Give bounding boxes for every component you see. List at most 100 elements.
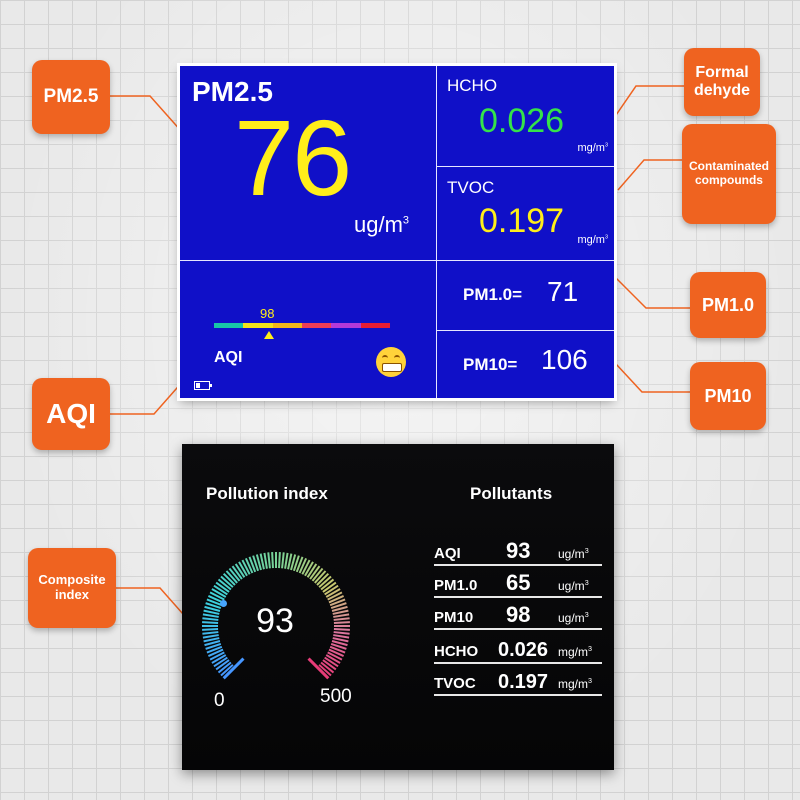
gauge-tick bbox=[238, 561, 248, 577]
pollutant-row-pm1: PM1.0 65 ug/m3 bbox=[434, 568, 604, 598]
connector-pm25 bbox=[110, 95, 183, 133]
callout-composite-line1: Composite bbox=[38, 572, 106, 588]
gauge-tick bbox=[292, 555, 300, 572]
pollutant-value: 0.197 bbox=[498, 671, 549, 693]
gauge-tick bbox=[314, 570, 327, 584]
gauge-tick bbox=[241, 559, 251, 575]
gauge-tick bbox=[284, 552, 289, 569]
gauge-tick bbox=[244, 557, 254, 574]
gauge-tick bbox=[304, 561, 314, 577]
gauge-tick bbox=[231, 565, 243, 580]
pollution-gauge bbox=[202, 552, 350, 680]
pollutant-row-hcho: HCHO 0.026 mg/m3 bbox=[434, 634, 604, 664]
pollutant-value: 65 bbox=[506, 570, 531, 595]
aqi-scale-segment bbox=[214, 323, 244, 328]
callout-pm10: PM10 bbox=[690, 362, 766, 430]
gauge-tick bbox=[318, 664, 332, 677]
face-eye-left bbox=[382, 355, 388, 361]
gauge-value: 93 bbox=[256, 602, 294, 640]
gauge-tick bbox=[320, 578, 335, 591]
gauge-max-label: 500 bbox=[320, 686, 352, 707]
gauge-tick bbox=[263, 552, 268, 569]
gauge-tick bbox=[328, 648, 345, 658]
gauge-tick bbox=[309, 565, 321, 580]
tvoc-panel: TVOC 0.197 mg/m3 bbox=[436, 166, 614, 261]
gauge-tick bbox=[213, 584, 228, 596]
gauge-tick bbox=[333, 634, 350, 639]
battery-low-icon bbox=[194, 381, 212, 390]
gauge-tick bbox=[220, 575, 234, 588]
aqi-pointer-icon bbox=[264, 331, 274, 339]
gauge-tick bbox=[331, 640, 348, 647]
gauge-tick bbox=[202, 628, 219, 631]
callout-contaminated-line1: Contaminated bbox=[688, 159, 769, 174]
gauge-tick bbox=[278, 552, 281, 569]
gauge-tick bbox=[295, 556, 304, 573]
callout-pm25: PM2.5 bbox=[32, 60, 110, 134]
hcho-label: HCHO bbox=[447, 76, 498, 95]
pollutant-name: PM10 bbox=[434, 609, 474, 626]
gauge-tick bbox=[290, 554, 297, 571]
gauge-tick bbox=[333, 613, 350, 618]
callout-aqi: AQI bbox=[32, 378, 110, 450]
gauge-tick bbox=[318, 575, 332, 588]
gauge-tick bbox=[204, 640, 221, 647]
gauge-tick bbox=[333, 631, 350, 635]
pollutant-name: HCHO bbox=[434, 643, 479, 660]
pollutant-row-tvoc: TVOC 0.197 mg/m3 bbox=[434, 666, 604, 696]
connector-pm1 bbox=[615, 277, 690, 309]
connector-contaminated bbox=[617, 159, 682, 191]
callout-formaldehyde-line1: Formal bbox=[695, 63, 749, 81]
gauge-tick bbox=[202, 621, 219, 624]
gauge-tick bbox=[209, 651, 225, 661]
gauge-tick bbox=[211, 654, 227, 664]
callout-composite-line2: index bbox=[55, 587, 89, 602]
tvoc-label: TVOC bbox=[447, 178, 495, 197]
pollutant-name: AQI bbox=[434, 545, 461, 562]
face-eye-right bbox=[394, 355, 400, 361]
gauge-tick bbox=[329, 645, 346, 654]
pm1-panel: PM1.0= 71 bbox=[436, 260, 614, 331]
air-monitor-dark-screen: Pollution index Pollutants 93 0 500 AQI … bbox=[182, 444, 614, 770]
gauge-tick bbox=[203, 609, 220, 615]
connector-aqi bbox=[110, 379, 185, 415]
gauge-tick bbox=[248, 556, 257, 573]
air-monitor-blue-screen: PM2.5 76 ug/m3 HCHO 0.026 mg/m3 TVOC 0.1… bbox=[180, 66, 614, 398]
pm10-value: 106 bbox=[541, 344, 588, 375]
aqi-label: AQI bbox=[214, 349, 243, 366]
gauge-tick bbox=[330, 642, 347, 650]
gauge-tick bbox=[324, 656, 339, 668]
gauge-tick bbox=[322, 659, 337, 671]
pollutant-name: PM1.0 bbox=[434, 577, 478, 594]
gauge-tick bbox=[281, 552, 285, 569]
gauge-tick bbox=[331, 605, 348, 612]
gauge-tick bbox=[311, 567, 324, 582]
gauge-tick bbox=[228, 567, 241, 582]
gauge-tick bbox=[217, 578, 232, 591]
gauge-tick bbox=[252, 555, 260, 572]
pollutants-title: Pollutants bbox=[470, 484, 553, 503]
gauge-tick bbox=[332, 637, 349, 643]
gauge-tick bbox=[298, 557, 308, 574]
gauge-tick bbox=[255, 554, 262, 571]
connector-pm10 bbox=[615, 363, 690, 393]
gauge-tick bbox=[202, 617, 219, 621]
gauge-tick bbox=[205, 642, 222, 650]
pollutant-name: TVOC bbox=[434, 675, 476, 692]
grimace-face-icon bbox=[376, 347, 406, 377]
gauge-tick bbox=[206, 598, 223, 607]
gauge-tick bbox=[287, 553, 293, 570]
gauge-tick bbox=[215, 659, 230, 671]
gauge-tick bbox=[324, 584, 339, 596]
gauge-tick bbox=[205, 602, 222, 610]
gauge-tick bbox=[203, 637, 220, 643]
gauge-tick bbox=[333, 617, 350, 621]
gauge-tick bbox=[202, 634, 219, 639]
gauge-tick bbox=[325, 654, 341, 664]
gauge-tick bbox=[234, 563, 246, 578]
pollutant-unit: mg/m3 bbox=[558, 644, 592, 659]
pm25-panel: PM2.5 76 ug/m3 bbox=[180, 66, 437, 261]
gauge-indicator-dot bbox=[220, 600, 227, 607]
